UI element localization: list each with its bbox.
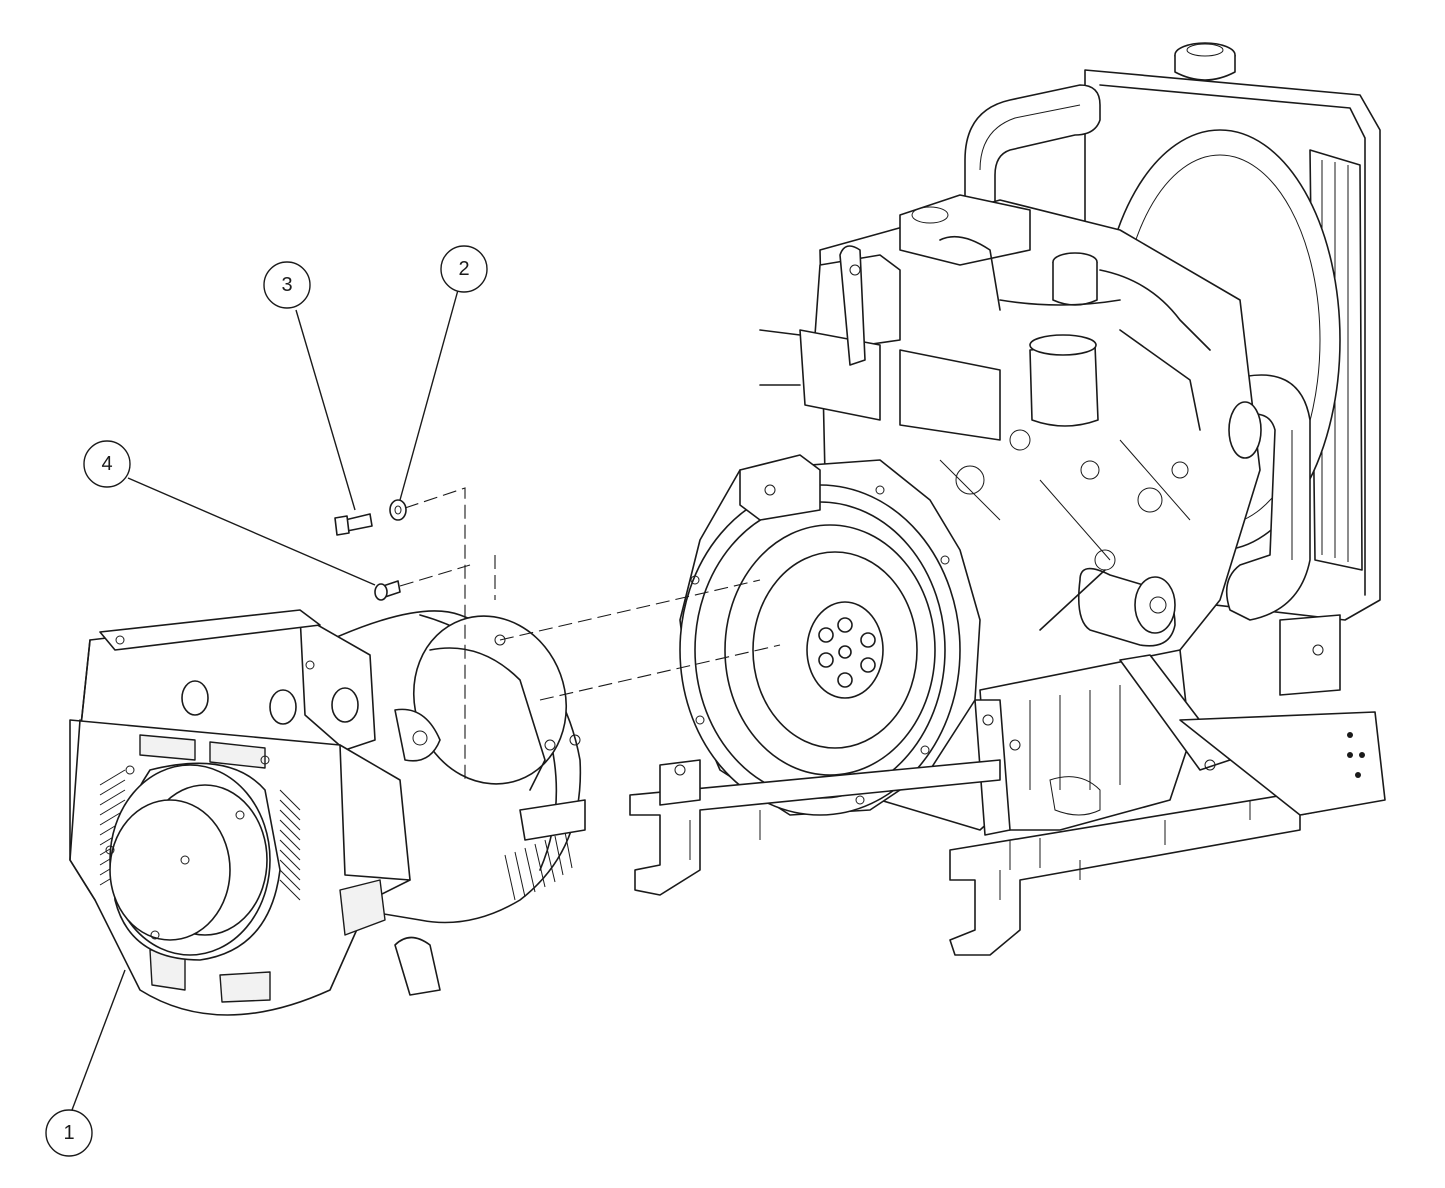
callout-1-label: 1: [63, 1122, 74, 1144]
fastener-bolt-4: [374, 580, 401, 601]
base-rail-left: [629, 759, 1001, 896]
fastener-bolt-3: [334, 513, 373, 536]
callout-2-label: 2: [458, 258, 469, 280]
flywheel-housing: [679, 454, 981, 816]
leader-lines: [71, 289, 459, 1111]
generator: [69, 609, 586, 1016]
base-rail-right: [949, 711, 1386, 956]
terminal-box: [79, 609, 376, 751]
callout-3-label: 3: [281, 274, 292, 296]
oil-filter: [1077, 567, 1176, 647]
fastener-washer-2: [389, 499, 407, 521]
callout-1: 1: [45, 1109, 93, 1157]
lower-hose: [1225, 374, 1311, 621]
callout-3: 3: [263, 261, 311, 309]
generator-end-bell: [69, 719, 411, 1016]
callout-2: 2: [440, 245, 488, 293]
engine-assembly: [629, 42, 1386, 956]
upper-hose: [964, 84, 1101, 231]
assembly-lines: [399, 487, 781, 780]
callout-4: 4: [83, 440, 131, 488]
callout-4-label: 4: [101, 453, 112, 475]
